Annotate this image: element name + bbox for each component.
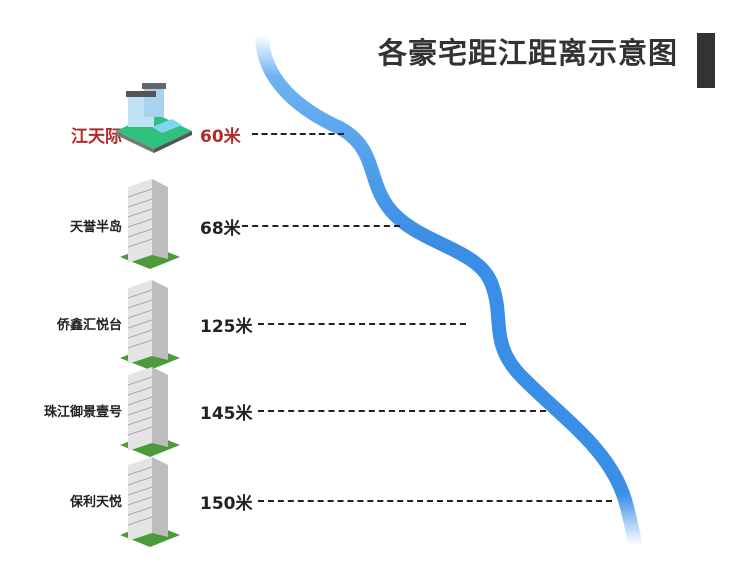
title-accent-bar [697,33,715,88]
property-name: 侨鑫汇悦台 [56,318,122,333]
property-name: 江天际 [71,127,122,147]
distance-label: 145米 [200,404,253,424]
property-row: 侨鑫汇悦台 125米 [0,280,740,370]
distance-line [242,225,400,227]
distance-line [252,133,344,135]
property-name: 保利天悦 [69,495,122,510]
distance-label: 68米 [200,219,241,239]
distance-label: 125米 [200,317,253,337]
property-row: 江天际 60米 [0,83,740,153]
property-row: 保利天悦 150米 [0,457,740,547]
tower-icon [120,280,180,370]
distance-line [258,410,546,412]
property-name: 天誉半岛 [69,220,122,235]
distance-line [258,500,612,502]
page-title: 各豪宅距江距离示意图 [378,36,679,70]
distance-label: 60米 [200,127,241,147]
tower-icon [120,457,180,547]
distance-label: 150米 [200,494,253,514]
property-name: 珠江御景壹号 [43,405,122,420]
tower-icon [120,367,180,457]
distance-line [258,323,466,325]
property-row: 天誉半岛 68米 [0,179,740,269]
villa-icon [116,83,192,153]
tower-icon [120,179,180,269]
property-row: 珠江御景壹号 145米 [0,367,740,457]
